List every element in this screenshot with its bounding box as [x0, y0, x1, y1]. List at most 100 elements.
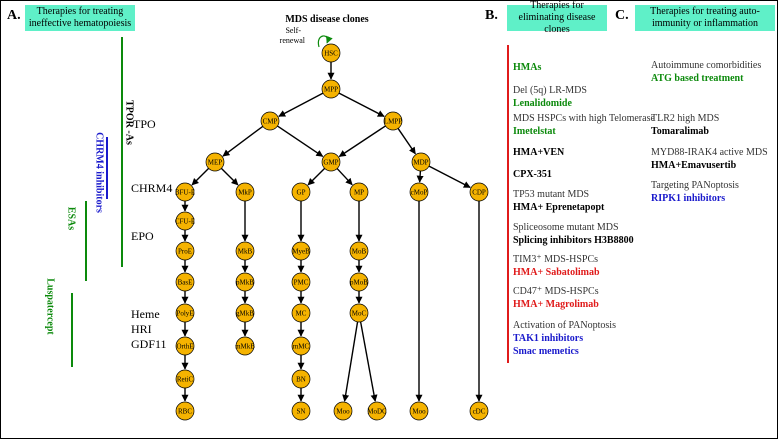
- node-bfue: BFU-E: [175, 182, 195, 202]
- node-sn-circle: [291, 401, 311, 421]
- node-sn-label: SN: [297, 408, 306, 416]
- therapy-b-context: MDS HSPCs with high Telomerase: [513, 113, 655, 124]
- self-renewal-line2: renewal: [280, 36, 306, 45]
- section-c-letter: C.: [615, 8, 629, 23]
- edge-lmpp-gmp: [338, 125, 386, 158]
- node-gmkb-label: gMkB: [236, 310, 254, 318]
- section-a-letter: A.: [7, 8, 21, 23]
- node-base: BasE: [175, 272, 195, 292]
- node-retic-circle: [175, 369, 195, 389]
- node-mmkb-label: mMkB: [235, 343, 255, 351]
- node-cdc: cDC: [469, 401, 489, 421]
- node-modc: MoDC: [367, 401, 387, 421]
- node-lmpp-label: LMPP: [384, 118, 402, 126]
- node-mob-circle: [349, 241, 369, 261]
- self-renewal-arrow: [317, 35, 333, 48]
- node-gmkb: gMkB: [235, 303, 255, 323]
- node-hsc-label: HSC: [324, 50, 338, 58]
- edge-mpp-lmpp: [338, 92, 385, 118]
- node-mob-label: MoB: [352, 248, 367, 256]
- therapy-b-item: HMA+VEN: [513, 146, 663, 159]
- node-mc-label: MC: [296, 310, 307, 318]
- edge-lmpp-mdp: [397, 128, 416, 155]
- node-mc-circle: [291, 303, 311, 323]
- node-cdp-circle: [469, 182, 489, 202]
- node-mkp-label: MkP: [238, 189, 252, 197]
- node-gp: GP: [291, 182, 311, 202]
- node-mpp: MPP: [321, 79, 341, 99]
- node-polye: PolyE: [175, 303, 195, 323]
- node-rbc-label: RBC: [178, 408, 192, 416]
- edge-mep-bfue: [191, 167, 210, 186]
- node-gp-label: GP: [297, 189, 306, 197]
- node-mmkb: mMkB: [235, 336, 255, 356]
- tpor-bar: [121, 37, 123, 267]
- therapy-b-drug: HMA+ Eprenetapopt: [513, 202, 605, 213]
- therapy-b-context: TP53 mutant MDS: [513, 189, 590, 200]
- node-gmp-circle: [321, 152, 341, 172]
- therapy-c-drug: RIPK1 inhibitors: [651, 193, 726, 204]
- node-retic: RetiC: [175, 369, 195, 389]
- node-pmc-label: PMC: [294, 279, 309, 287]
- node-mmkb-circle: [235, 336, 255, 356]
- node-cdp-label: CDP: [472, 189, 486, 197]
- node-cmp-label: CMP: [263, 118, 278, 126]
- node-moo2-label: Moo: [412, 408, 426, 416]
- node-orthe: OrthE: [175, 336, 195, 356]
- node-lmpp: LMPP: [383, 111, 403, 131]
- therapy-b-context: CD47⁺ MDS-HSPCs: [513, 286, 599, 297]
- node-moo-circle: [333, 401, 353, 421]
- node-modc-label: MoDC: [367, 408, 387, 416]
- therapy-c-context: Targeting PANoptosis: [651, 180, 739, 191]
- node-pmkb: pMkB: [235, 272, 255, 292]
- node-mkb: MkB: [235, 241, 255, 261]
- node-moc-circle: [349, 303, 369, 323]
- heme-label: Heme: [131, 307, 160, 321]
- node-moc: MoC: [349, 303, 369, 323]
- node-bn-circle: [291, 369, 311, 389]
- node-hsc-circle: [321, 43, 341, 63]
- node-pmob-circle: [349, 272, 369, 292]
- therapy-b-context: Activation of PANoptosis: [513, 320, 616, 331]
- edge-mdp-cmop: [416, 170, 424, 183]
- edge-mep-mkp: [220, 167, 239, 186]
- section-a-title: Therapies for treating ineffective hemat…: [25, 5, 135, 31]
- node-base-label: BasE: [178, 279, 193, 287]
- chrm4-label: CHRM4: [131, 181, 173, 195]
- node-mdp-label: MDP: [413, 159, 428, 167]
- section-b-title: Therapies for eliminating disease clones: [507, 0, 607, 35]
- edge-gmp-mp: [336, 168, 353, 186]
- section-b-divider: [507, 45, 509, 363]
- therapy-b-drug: HMA+ Magrolimab: [513, 299, 599, 310]
- node-cmp-circle: [260, 111, 280, 131]
- node-retic-label: RetiC: [177, 376, 194, 384]
- tpo-label: TPO: [133, 117, 156, 131]
- therapy-b-item: CPX-351: [513, 168, 663, 181]
- node-mkp: MkP: [235, 182, 255, 202]
- node-mp: MP: [349, 182, 369, 202]
- node-mpp-label: MPP: [324, 86, 338, 94]
- node-gmkb-circle: [235, 303, 255, 323]
- therapy-b-context: Spliceosome mutant MDS: [513, 222, 619, 233]
- node-moo: Moo: [333, 401, 353, 421]
- edge-cmp-gmp: [277, 125, 324, 158]
- node-orthe-circle: [175, 336, 195, 356]
- section-b-letter: B.: [485, 8, 498, 23]
- therapy-b-drug: HMA+ Sabatolimab: [513, 267, 600, 278]
- node-mmc-circle: [291, 336, 311, 356]
- node-cdp: CDP: [469, 182, 489, 202]
- therapy-c-context: TLR2 high MDS: [651, 113, 720, 124]
- therapy-b-item: Spliceosome mutant MDS Splicing inhibitor…: [513, 221, 663, 247]
- therapy-b-drug: CPX-351: [513, 169, 552, 180]
- therapy-b-drug: Splicing inhibitors H3B8800: [513, 235, 634, 246]
- edge-mpp-cmp: [278, 92, 324, 117]
- therapy-b-drug: HMA+VEN: [513, 147, 565, 158]
- therapy-b-item: TP53 mutant MDS HMA+ Eprenetapopt: [513, 188, 663, 214]
- edge-gmp-gp: [307, 167, 326, 186]
